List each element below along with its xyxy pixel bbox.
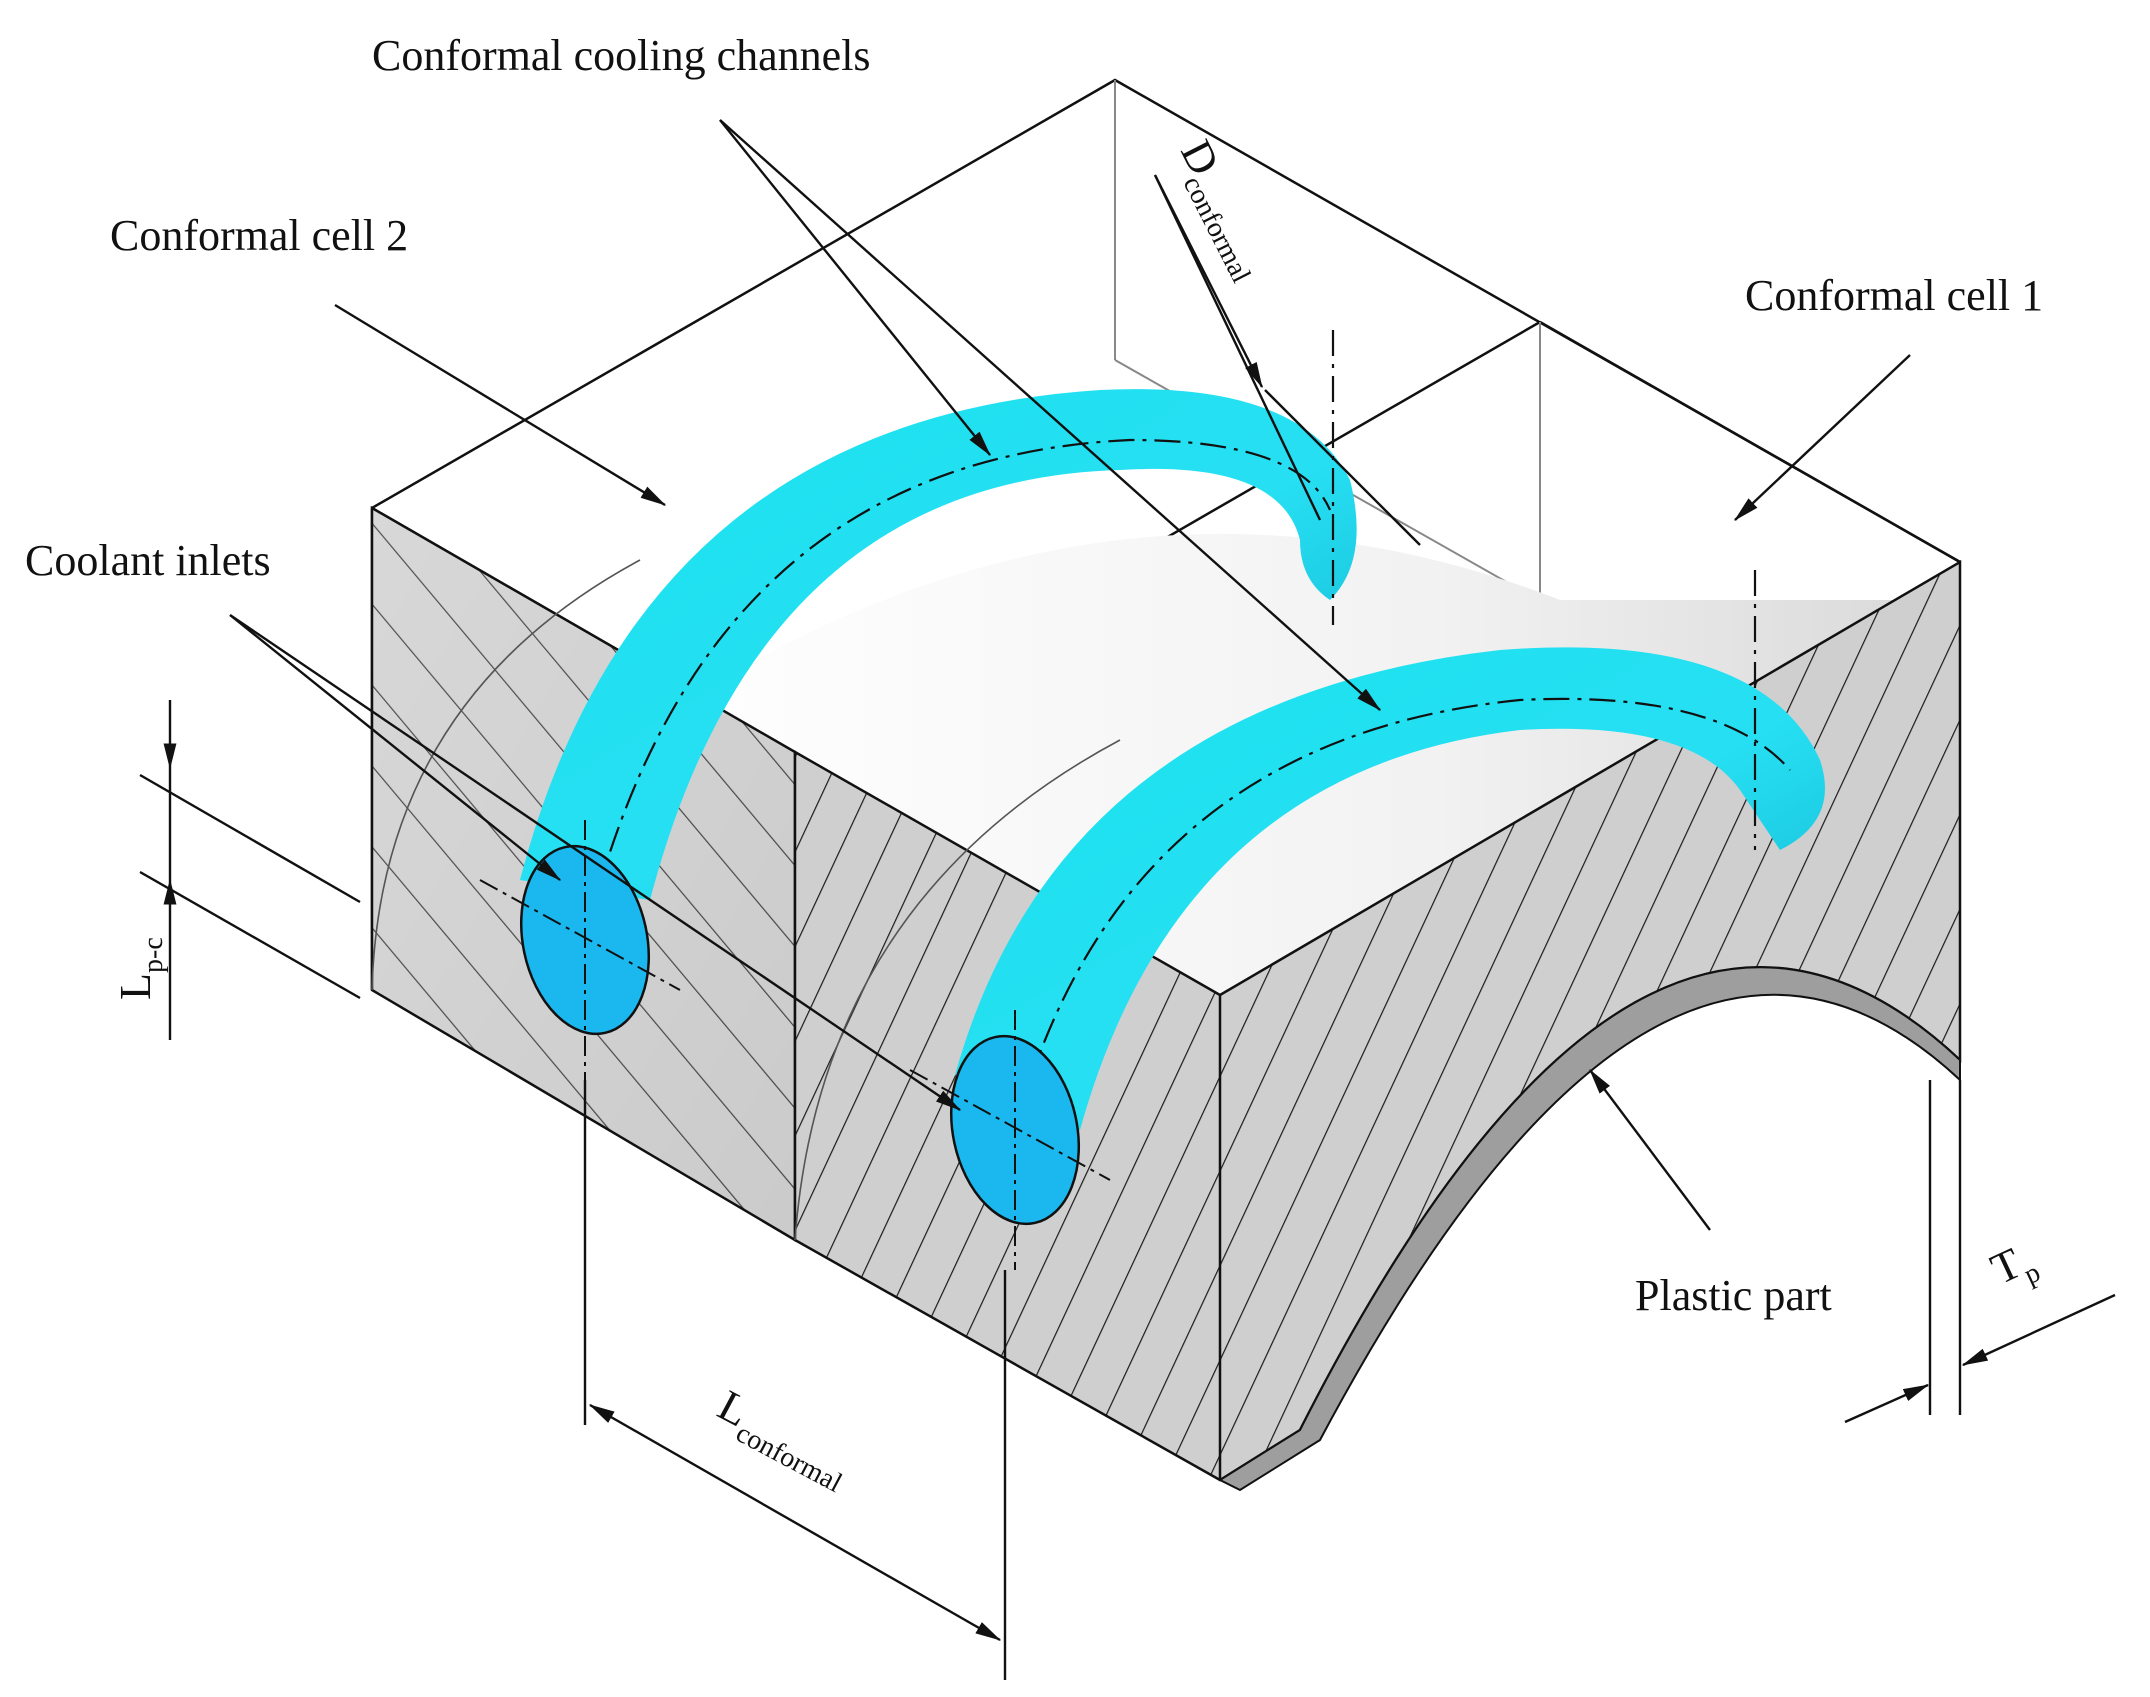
- cooling-channel-2: [955, 647, 1825, 1130]
- svg-text:p-c: p-c: [138, 937, 169, 973]
- label-l-conformal: L conformal: [710, 1381, 847, 1499]
- label-plastic-part: Plastic part: [1635, 1271, 1832, 1320]
- svg-text:L: L: [111, 973, 160, 1000]
- svg-text:conformal: conformal: [1177, 171, 1257, 288]
- label-coolant-inlets: Coolant inlets: [25, 536, 271, 585]
- cell-1-section-face: [795, 562, 1960, 1480]
- dimension-l-conformal: [583, 1080, 1007, 1680]
- svg-text:conformal: conformal: [731, 1418, 847, 1499]
- channel-centerlines: [583, 330, 1791, 1131]
- dimension-t-p: [1844, 1080, 2116, 1424]
- dimension-d-conformal: [1153, 174, 1421, 546]
- leader-arrows: [229, 119, 1911, 1231]
- label-t-p: T p: [1984, 1238, 2046, 1294]
- cooling-channel-1: [520, 389, 1357, 900]
- label-d-conformal: D conformal: [1171, 132, 1257, 288]
- label-conformal-cooling-channels: Conformal cooling channels: [372, 31, 871, 80]
- plastic-part-shell: [1217, 966, 1961, 1492]
- label-conformal-cell-1: Conformal cell 1: [1745, 271, 2043, 320]
- label-conformal-cell-2: Conformal cell 2: [110, 211, 408, 260]
- label-l-p-c: L p-c: [111, 937, 169, 1000]
- dimension-l-p-c: [139, 700, 361, 1040]
